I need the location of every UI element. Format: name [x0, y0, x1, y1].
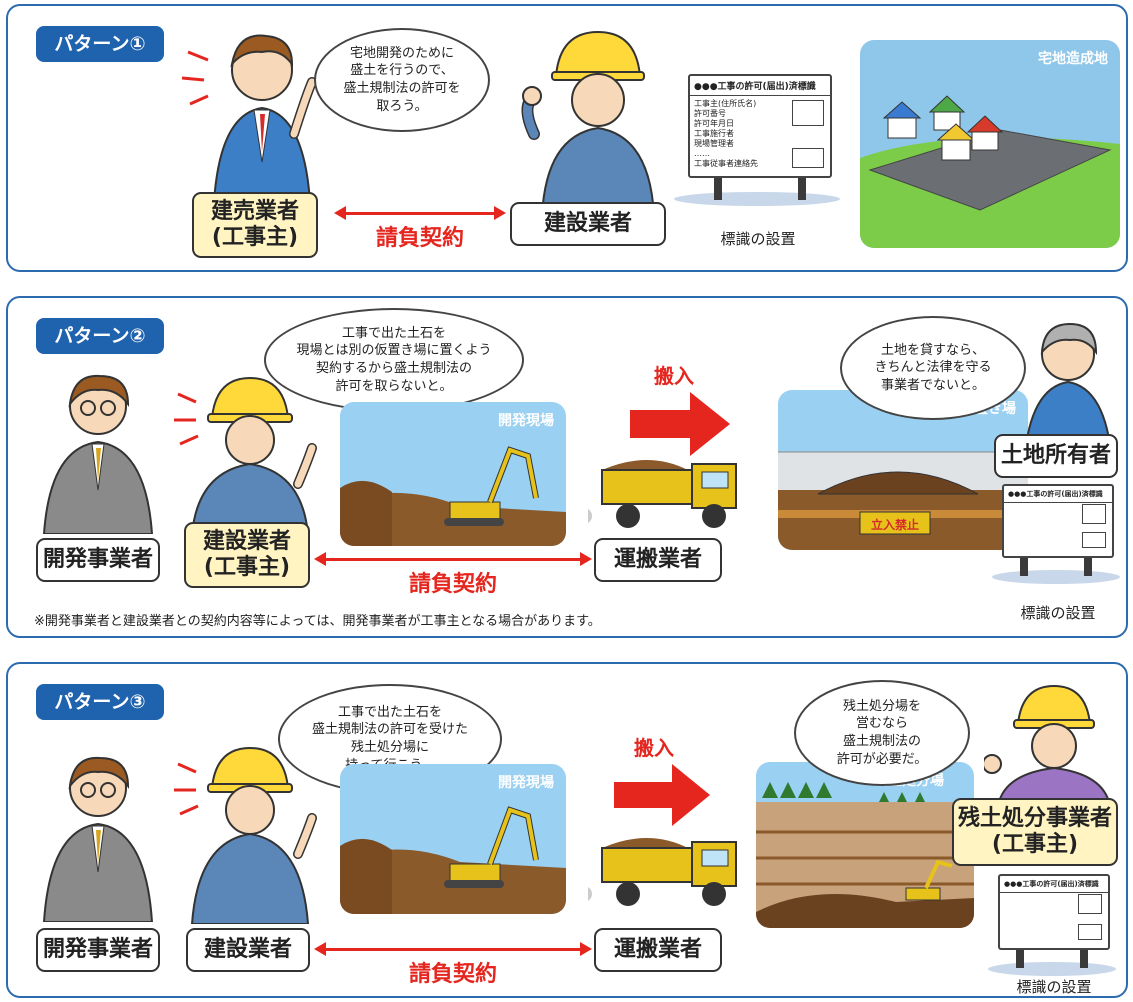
- developer-role: 開発事業者: [36, 538, 160, 582]
- contract-label: 請負契約: [375, 226, 464, 251]
- footnote: ※開発事業者と建設業者との契約内容等によっては、開発事業者が工事主となる場合があ…: [34, 614, 601, 629]
- sign-header: ●●●工事の許可(届出)済標識: [1004, 486, 1112, 503]
- carry-in-arrow: [630, 392, 730, 456]
- sign-shadow: [992, 570, 1120, 584]
- disposal-operator-speech-bubble: 残土処分場を 営むなら 盛土規制法の 許可が必要だ。: [794, 680, 970, 786]
- sign-shadow: [988, 962, 1116, 976]
- sign-grid: [792, 100, 824, 126]
- suit-man-illustration: [181, 34, 317, 202]
- contract-arrow: 請負契約: [314, 940, 592, 987]
- pattern-1-panel: パターン① 宅地開発のために 盛土を行うので、 盛土規制法の許可を 取ろう。 建…: [6, 4, 1128, 272]
- sign-post: [1084, 554, 1092, 576]
- permit-sign: ●●●工事の許可(届出)済標識 工事主(住所氏名) 許可番号 許可年月日 工事施…: [688, 74, 832, 178]
- permit-sign: ●●●工事の許可(届出)済標識: [1002, 484, 1114, 558]
- carry-in-label: 搬入: [634, 736, 674, 760]
- sign-grid: [1078, 924, 1102, 940]
- dump-truck-illustration: [588, 838, 737, 906]
- permit-sign: ●●●工事の許可(届出)済標識: [998, 874, 1110, 950]
- pattern-1-speech-bubble: 宅地開発のために 盛土を行うので、 盛土規制法の許可を 取ろう。: [314, 28, 490, 132]
- development-site-scene: 開発現場: [340, 402, 566, 546]
- construction-worker-illustration: [521, 30, 656, 216]
- contract-label: 請負契約: [408, 572, 497, 597]
- carry-in-label: 搬入: [654, 364, 694, 388]
- sign-grid: [1078, 894, 1102, 914]
- developer-role: 開発事業者: [36, 928, 160, 972]
- sign-post: [1080, 946, 1088, 968]
- developer-illustration: [42, 756, 154, 922]
- transporter-role: 運搬業者: [594, 538, 722, 582]
- housing-site-caption: 宅地造成地: [1038, 51, 1108, 67]
- pattern-3-tag: パターン③: [36, 684, 164, 720]
- sign-post: [1020, 554, 1028, 576]
- sign-shadow: [674, 192, 840, 206]
- development-site-scene: 開発現場: [340, 764, 566, 914]
- sign-grid: [1082, 504, 1106, 524]
- pattern-2-panel: パターン② 開発事業者 建設業者 (工事主) 工事で出た土石を 現場とは別の仮置…: [6, 296, 1128, 638]
- contract-arrow: 請負契約: [334, 204, 506, 251]
- development-site-caption: 開発現場: [498, 775, 554, 791]
- dump-truck-illustration: [588, 460, 737, 528]
- landowner-role: 土地所有者: [994, 434, 1118, 478]
- sign-post: [714, 174, 722, 200]
- temporary-storage-scene: 土石の仮置き場 立入禁止: [778, 390, 1028, 550]
- builder-seller-role: 建売業者 (工事主): [192, 192, 318, 258]
- carry-in-arrow: [614, 764, 710, 826]
- disposal-site-scene: 残土処分場: [756, 762, 974, 928]
- contractor-role: 建設業者: [186, 928, 310, 972]
- sign-rows: 工事主(住所氏名) 許可番号 許可年月日 工事施行者 現場管理者 …… 工事従事…: [694, 99, 758, 168]
- contractor-role: 建設業者: [510, 202, 666, 246]
- sign-grid: [1082, 532, 1106, 548]
- contract-label: 請負契約: [408, 962, 497, 987]
- developer-illustration: [42, 374, 154, 534]
- sign-caption: 標識の設置: [1020, 604, 1096, 622]
- transporter-role: 運搬業者: [594, 928, 722, 972]
- contractor-owner-role: 建設業者 (工事主): [184, 522, 310, 588]
- sign-caption: 標識の設置: [720, 230, 796, 248]
- housing-site-scene: 宅地造成地: [860, 40, 1120, 248]
- pattern-2-tag: パターン②: [36, 318, 164, 354]
- pattern-3-speech-bubble: 工事で出た土石を 盛土規制法の許可を受けた 残土処分場に 持って行こう。: [278, 684, 502, 794]
- sign-caption: 標識の設置: [1016, 978, 1092, 996]
- disposal-operator-role: 残土処分事業者 (工事主): [952, 798, 1118, 866]
- no-entry-sign: 立入禁止: [870, 518, 919, 532]
- development-site-caption: 開発現場: [498, 413, 554, 429]
- sign-header: ●●●工事の許可(届出)済標識: [690, 76, 830, 96]
- sign-header: ●●●工事の許可(届出)済標識: [1000, 876, 1108, 893]
- sign-post: [798, 174, 806, 200]
- pattern-3-panel: パターン③ 開発事業者 建設業者 工事で出た土石を 盛土規制法の許可を受けた 残…: [6, 662, 1128, 998]
- contract-arrow: 請負契約: [314, 550, 592, 597]
- construction-worker-illustration: [174, 376, 317, 534]
- pattern-1-tag: パターン①: [36, 26, 164, 62]
- disposal-operator-illustration: [984, 684, 1112, 806]
- construction-worker-illustration: [174, 746, 317, 924]
- sign-grid: [792, 148, 824, 168]
- landowner-speech-bubble: 土地を貸すなら、 きちんと法律を守る 事業者でないと。: [840, 316, 1026, 420]
- pattern-2-speech-bubble: 工事で出た土石を 現場とは別の仮置き場に置くよう 契約するから盛土規制法の 許可…: [264, 308, 524, 412]
- sign-post: [1016, 946, 1024, 968]
